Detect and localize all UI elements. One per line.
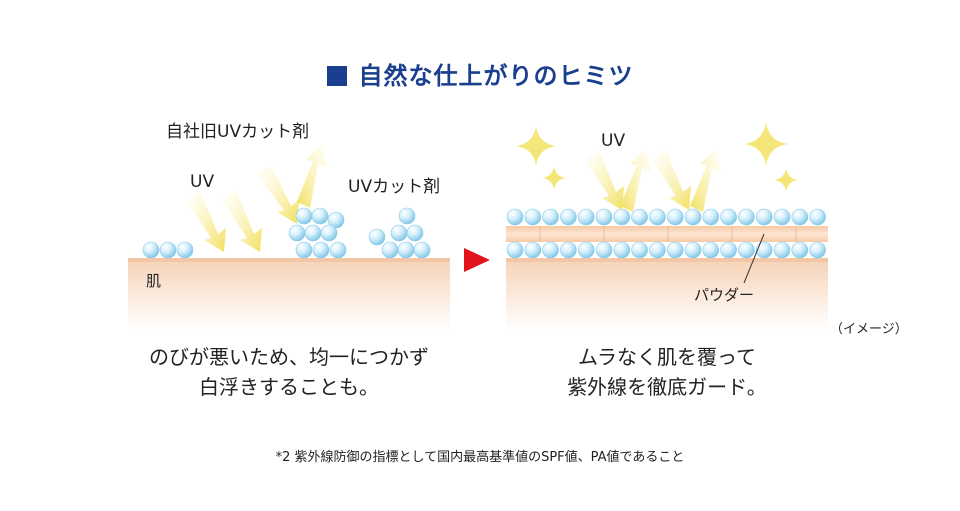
powder-bead [773, 208, 791, 226]
powder-bead [560, 208, 577, 226]
right-caption-line1: ムラなく肌を覆って [578, 345, 756, 369]
powder-leader-line [743, 233, 765, 284]
right-skin-layer [506, 258, 828, 330]
powder-bead [649, 208, 666, 226]
powder-bead [809, 208, 826, 226]
powder-bead [649, 241, 666, 259]
powder-bead [666, 241, 684, 259]
section-title: 自然な仕上がりのヒミツ [0, 56, 960, 91]
powder-bead [755, 241, 773, 259]
left-uv-arrow-up [297, 144, 327, 208]
right-uv-arrows-down [585, 150, 691, 210]
powder-bead [702, 208, 720, 226]
powder-bead [506, 241, 524, 259]
label-uv-right: UV [601, 131, 626, 151]
powder-bead [542, 241, 559, 259]
label-uv-left: UV [190, 172, 215, 192]
label-old-uvcut: 自社旧UVカット剤 [166, 122, 310, 142]
left-caption-line2: 白浮きすることも。 [199, 375, 379, 399]
right-uv-arrows-up [620, 148, 721, 212]
powder-bead [720, 241, 737, 259]
right-caption: ムラなく肌を覆って 紫外線を徹底ガード。 [506, 342, 828, 402]
right-powder-layer [506, 226, 828, 242]
powder-bead [702, 241, 720, 259]
label-skin: 肌 [146, 272, 162, 290]
powder-bead [684, 208, 702, 226]
footnote: *2 紫外線防御の指標として国内最高基準値のSPF値、PA値であること [275, 450, 685, 465]
powder-bead [560, 241, 577, 259]
powder-bead [773, 241, 791, 259]
powder-bead [738, 241, 755, 259]
label-image: （イメージ） [830, 322, 908, 337]
left-caption-line1: のびが悪いため、均一につかず [149, 345, 429, 369]
left-beads [142, 207, 431, 259]
powder-bead [577, 208, 595, 226]
powder-bead [631, 241, 648, 259]
powder-bead [666, 208, 684, 226]
right-caption-line2: 紫外線を徹底ガード。 [567, 375, 767, 399]
powder-bead [791, 241, 809, 259]
powder-bead [809, 241, 826, 259]
right-beads [506, 208, 826, 259]
label-powder: パウダー [694, 286, 755, 304]
label-uvcut: UVカット剤 [348, 177, 441, 197]
powder-bead [542, 208, 559, 226]
powder-bead [577, 241, 595, 259]
powder-bead [613, 208, 631, 226]
transition-arrow [464, 248, 490, 272]
powder-bead [595, 241, 613, 259]
left-caption: のびが悪いため、均一につかず 白浮きすることも。 [128, 342, 450, 402]
powder-bead [595, 208, 613, 226]
powder-bead [684, 241, 702, 259]
powder-bead [524, 208, 542, 226]
title-square-icon [326, 66, 347, 86]
powder-bead [524, 241, 542, 259]
powder-bead [755, 208, 773, 226]
section-title-text: 自然な仕上がりのヒミツ [358, 62, 634, 90]
powder-bead [791, 208, 809, 226]
left-uv-arrows-down [186, 165, 299, 252]
powder-bead [720, 208, 737, 226]
powder-bead [506, 208, 524, 226]
powder-bead [631, 208, 648, 226]
powder-bead [613, 241, 631, 259]
left-skin-layer [128, 258, 450, 330]
powder-bead [738, 208, 755, 226]
